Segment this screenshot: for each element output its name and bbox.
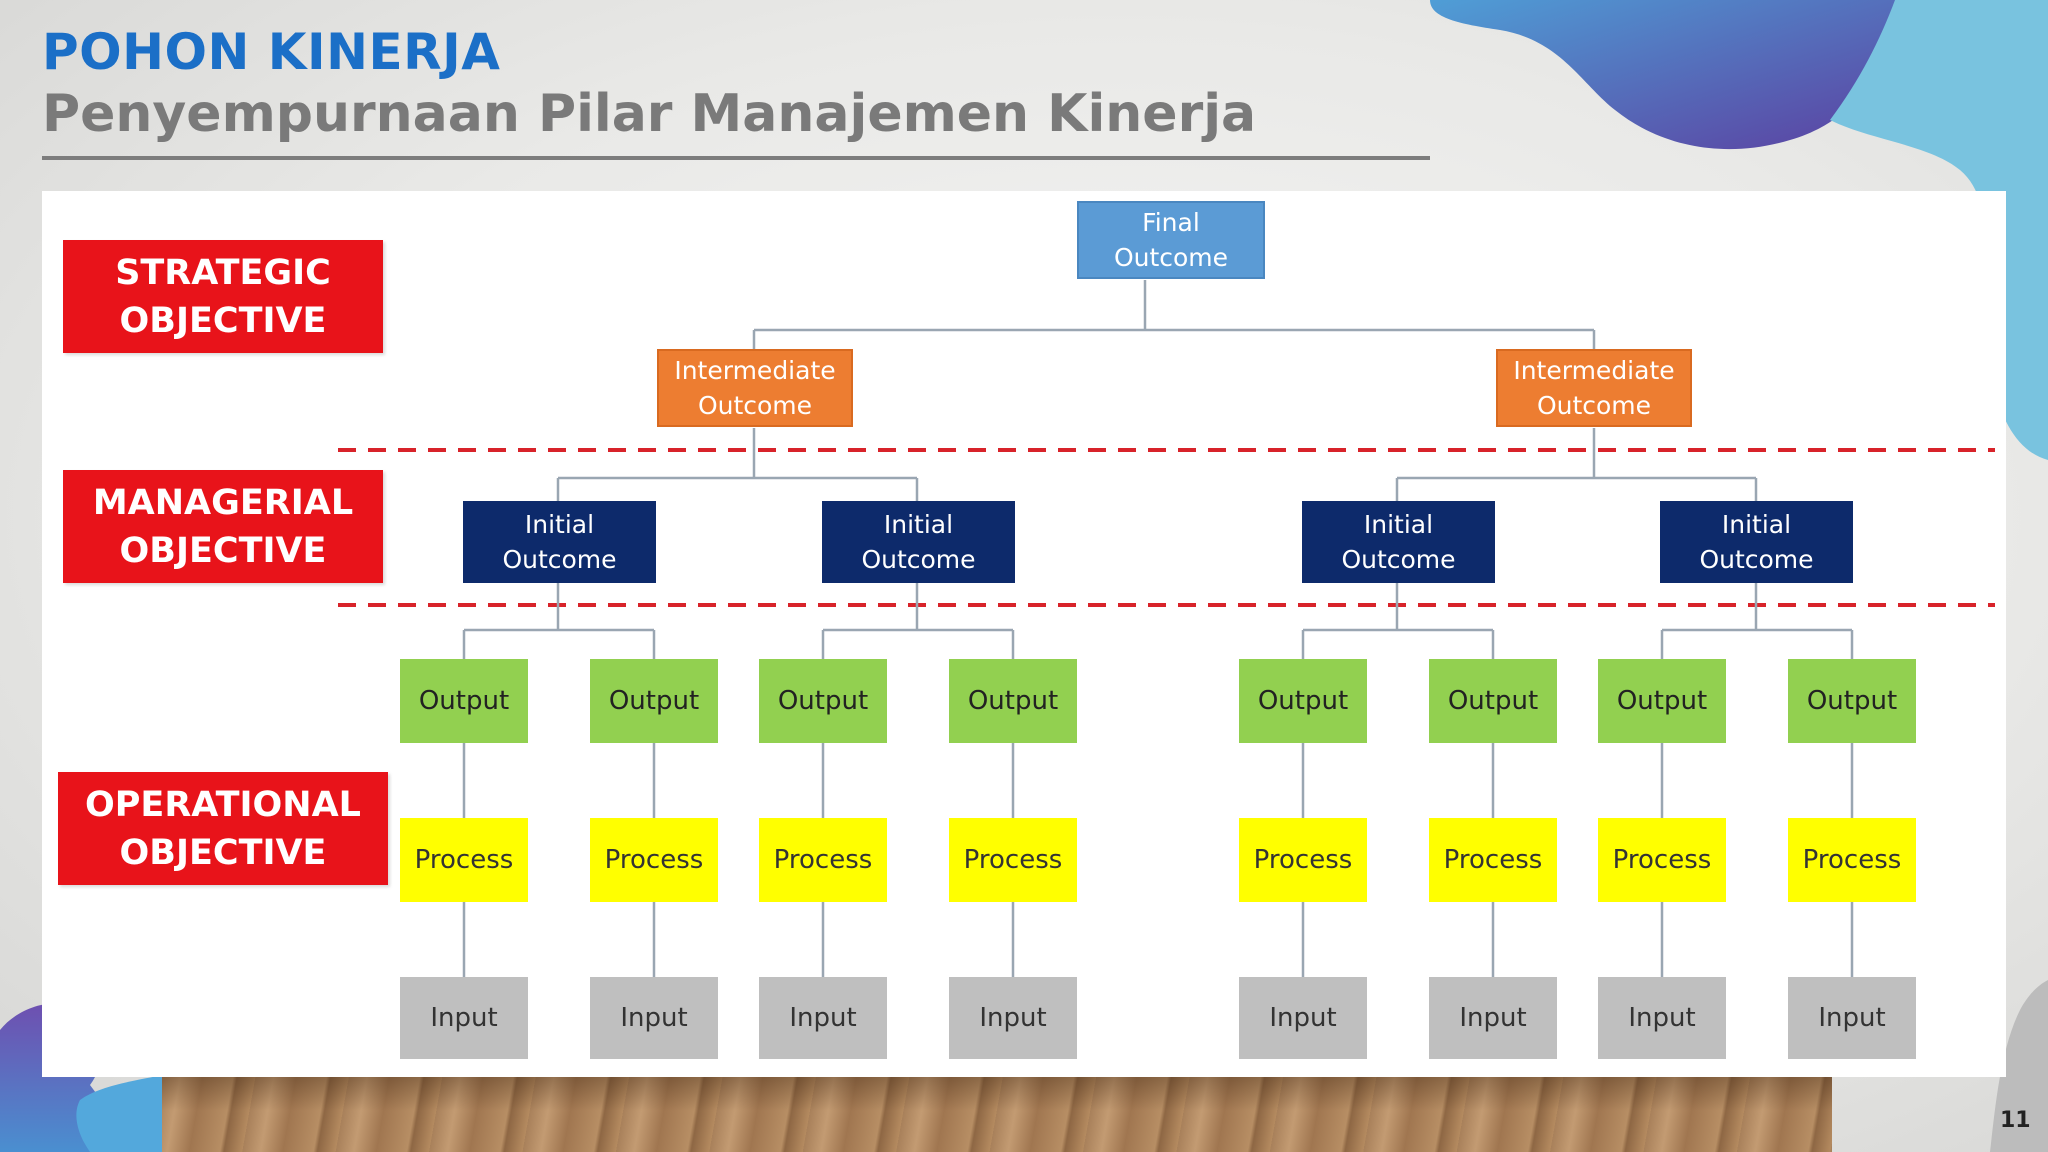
strategic-objective-label: STRATEGIC OBJECTIVE	[63, 240, 383, 353]
top-right-purple-shape	[1430, 0, 1900, 150]
managerial-objective-label: MANAGERIAL OBJECTIVE	[63, 470, 383, 583]
output-node: Output	[1788, 659, 1916, 743]
process-node: Process	[1429, 818, 1557, 902]
output-node: Output	[400, 659, 528, 743]
intermediate-outcome-node: Intermediate Outcome	[1496, 349, 1692, 427]
operational-objective-label: OPERATIONAL OBJECTIVE	[58, 772, 388, 885]
process-node: Process	[590, 818, 718, 902]
input-node: Input	[1429, 977, 1557, 1059]
process-node: Process	[759, 818, 887, 902]
output-node: Output	[1429, 659, 1557, 743]
input-node: Input	[1788, 977, 1916, 1059]
initial-outcome-node: Initial Outcome	[1302, 501, 1495, 583]
process-node: Process	[949, 818, 1077, 902]
process-node: Process	[1598, 818, 1726, 902]
final-outcome-node: Final Outcome	[1077, 201, 1265, 279]
initial-outcome-node: Initial Outcome	[822, 501, 1015, 583]
input-node: Input	[759, 977, 887, 1059]
intermediate-outcome-node: Intermediate Outcome	[657, 349, 853, 427]
process-node: Process	[400, 818, 528, 902]
output-node: Output	[949, 659, 1077, 743]
bottom-right-grey-shape	[1990, 980, 2048, 1152]
wooden-floor-image	[162, 1077, 1832, 1152]
input-node: Input	[1598, 977, 1726, 1059]
slide-subtitle: Penyempurnaan Pilar Manajemen Kinerja	[42, 84, 1257, 144]
input-node: Input	[1239, 977, 1367, 1059]
page-number: 11	[2000, 1108, 2031, 1133]
input-node: Input	[590, 977, 718, 1059]
input-node: Input	[400, 977, 528, 1059]
process-node: Process	[1788, 818, 1916, 902]
bottom-left-cyan-shape	[76, 1075, 162, 1152]
process-node: Process	[1239, 818, 1367, 902]
title-underline	[42, 156, 1430, 160]
output-node: Output	[590, 659, 718, 743]
dashed-dividers	[338, 448, 1995, 607]
initial-outcome-node: Initial Outcome	[463, 501, 656, 583]
initial-outcome-node: Initial Outcome	[1660, 501, 1853, 583]
output-node: Output	[759, 659, 887, 743]
output-node: Output	[1239, 659, 1367, 743]
input-node: Input	[949, 977, 1077, 1059]
output-node: Output	[1598, 659, 1726, 743]
slide-title: POHON KINERJA	[42, 23, 501, 81]
floor-shadow	[162, 1077, 1832, 1152]
